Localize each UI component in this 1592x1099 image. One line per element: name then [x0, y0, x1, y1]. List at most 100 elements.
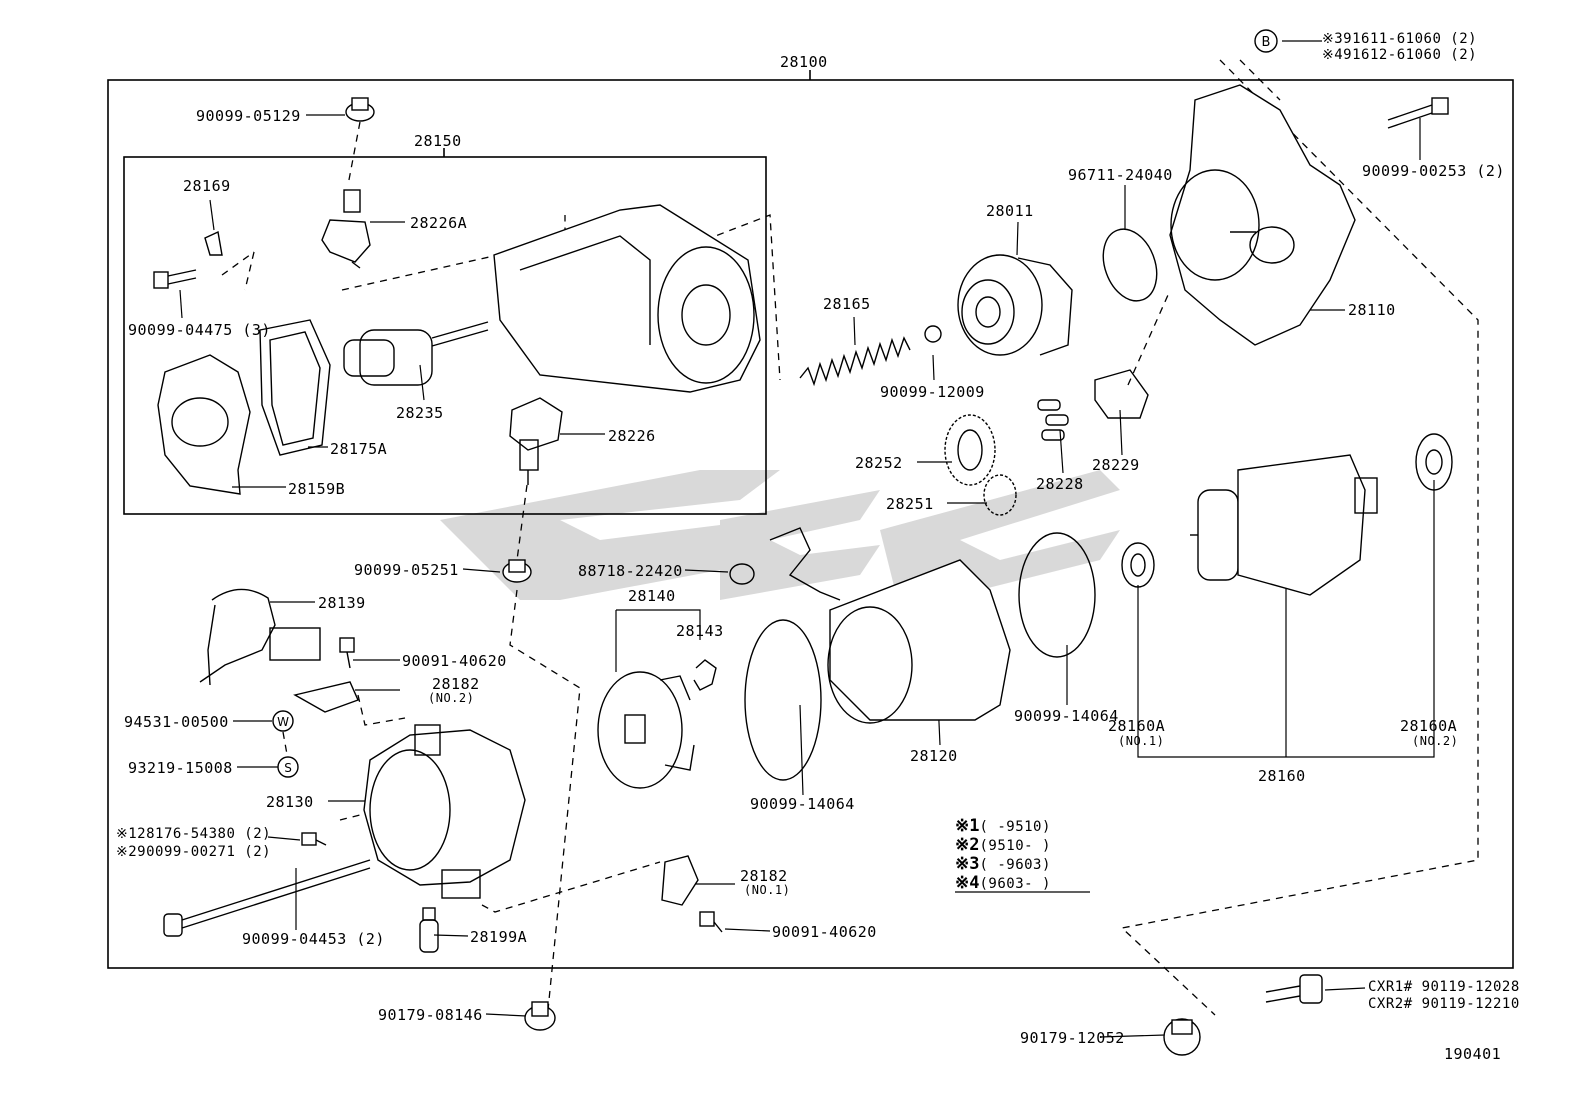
part-label[interactable]: 28251	[886, 495, 934, 513]
spring-28165	[799, 336, 911, 387]
part-label[interactable]: 28252	[855, 454, 903, 472]
legend-mark: ※4	[955, 873, 980, 893]
part-label[interactable]: 28229	[1092, 456, 1140, 474]
part-label[interactable]: (NO.2)	[1412, 734, 1459, 748]
part-drawings	[153, 84, 1453, 1056]
terminal-28226a	[321, 189, 371, 269]
marker-s-letter: S	[284, 761, 292, 775]
rollers-28228	[1037, 399, 1069, 441]
legend-mark: ※2	[955, 835, 980, 855]
part-label[interactable]: 28011	[986, 202, 1034, 220]
part-label[interactable]: 88718-22420	[578, 562, 683, 580]
part-label[interactable]: 28235	[396, 404, 444, 422]
part-label[interactable]: 28140	[628, 587, 676, 605]
oring-90099-14064-left	[744, 619, 822, 781]
part-label[interactable]: 90099-05129	[196, 107, 301, 125]
yoke-28120	[769, 527, 1011, 724]
marker-b-letter: B	[1262, 35, 1271, 50]
footer-code: 190401	[1444, 1045, 1502, 1063]
terminal-28226	[509, 397, 563, 485]
marker-s-icon: S	[277, 756, 299, 778]
gear-28251	[983, 474, 1017, 516]
cap-28199a	[419, 907, 439, 953]
part-label[interactable]: 28160	[1258, 767, 1306, 785]
housing-28110	[1169, 84, 1356, 346]
plunger-28235	[343, 321, 489, 386]
legend-range: ( -9603)	[979, 857, 1051, 873]
nut-90179-08146	[524, 1001, 556, 1031]
nut-90099-05129	[345, 97, 375, 122]
part-label[interactable]: 90099-14064	[1014, 707, 1119, 725]
part-label[interactable]: 90091-40620	[772, 923, 877, 941]
marker-w-letter: W	[277, 715, 289, 729]
retainer-28229	[1094, 369, 1149, 419]
gear-28252	[944, 414, 996, 486]
clutch-28011	[957, 254, 1073, 356]
part-label[interactable]: CXR1# 90119-12028	[1368, 979, 1520, 995]
part-label[interactable]: 96711-24040	[1068, 166, 1173, 184]
legend-range: (9603- )	[979, 876, 1051, 892]
part-label[interactable]: 28175A	[330, 440, 388, 458]
part-label[interactable]: 28226A	[410, 214, 468, 232]
part-label[interactable]: 28143	[676, 622, 724, 640]
part-label[interactable]: 94531-00500	[124, 713, 229, 731]
end-frame-28130	[363, 724, 526, 899]
part-label[interactable]: 28169	[183, 177, 231, 195]
part-label[interactable]: 90099-04453 (2)	[242, 930, 385, 948]
part-label[interactable]: ※391611-61060 (2)	[1322, 31, 1478, 47]
part-label[interactable]: (NO.1)	[744, 883, 791, 897]
clamp-88718-22420	[729, 563, 755, 585]
part-label[interactable]: 28159B	[288, 480, 346, 498]
part-label[interactable]: 28182	[740, 867, 788, 885]
part-label[interactable]: 28150	[414, 132, 462, 150]
part-label[interactable]: 28160A	[1108, 717, 1166, 735]
part-label[interactable]: 28160A	[1400, 717, 1458, 735]
legend-mark: ※1	[955, 816, 980, 836]
legend-row: ※2(9510- )	[955, 835, 1051, 854]
plate-28182-no1	[661, 855, 699, 906]
part-label[interactable]: 28139	[318, 594, 366, 612]
connector-28139	[269, 627, 321, 661]
part-label[interactable]: 28165	[823, 295, 871, 313]
part-label[interactable]: 90179-08146	[378, 1006, 483, 1024]
legend: ※1( -9510) ※2(9510- ) ※3( -9603) ※4(9603…	[955, 816, 1051, 892]
legend-row: ※3( -9603)	[955, 854, 1051, 873]
legend-row: ※4(9603- )	[955, 873, 1051, 892]
bolt-cxr	[1265, 974, 1323, 1004]
part-label[interactable]: 90099-05251	[354, 561, 459, 579]
part-label[interactable]: 90099-00253 (2)	[1362, 162, 1505, 180]
part-label[interactable]: ※290099-00271 (2)	[116, 844, 272, 860]
part-label[interactable]: 28182	[432, 675, 480, 693]
legend-range: (9510- )	[979, 838, 1051, 854]
part-label[interactable]: (NO.1)	[1118, 734, 1165, 748]
legend-range: ( -9510)	[979, 819, 1051, 835]
part-label[interactable]: 90091-40620	[402, 652, 507, 670]
oring-90099-14064-right	[1018, 532, 1096, 658]
part-label[interactable]: CXR2# 90119-12210	[1368, 996, 1520, 1012]
part-label[interactable]: ※128176-54380 (2)	[116, 826, 272, 842]
part-label[interactable]: 90099-14064	[750, 795, 855, 813]
part-label[interactable]: 28110	[1348, 301, 1396, 319]
nut-90099-05251	[502, 559, 532, 583]
cover-dome	[171, 397, 229, 447]
part-label[interactable]: 90179-12052	[1020, 1029, 1125, 1047]
gasket-28175a	[259, 319, 331, 456]
cover-28159b	[157, 354, 251, 495]
part-label[interactable]: (NO.2)	[428, 691, 475, 705]
solenoid-housing	[493, 204, 761, 393]
bolt-90091-40620-b	[699, 911, 723, 933]
bearing-28160a-no1	[1121, 542, 1155, 588]
part-label[interactable]: 28228	[1036, 475, 1084, 493]
part-label[interactable]: 28120	[910, 747, 958, 765]
part-label[interactable]: ※491612-61060 (2)	[1322, 47, 1478, 63]
part-label[interactable]: 28199A	[470, 928, 528, 946]
part-label[interactable]: 28130	[266, 793, 314, 811]
part-label[interactable]: 90099-04475 (3)	[128, 321, 271, 339]
part-label[interactable]: 28226	[608, 427, 656, 445]
through-bolt-90099-04453	[163, 859, 371, 937]
part-label[interactable]: 93219-15008	[128, 759, 233, 777]
brush-holder-28140	[597, 671, 695, 789]
clip-28169	[204, 230, 223, 256]
part-label[interactable]: 90099-12009	[880, 383, 985, 401]
